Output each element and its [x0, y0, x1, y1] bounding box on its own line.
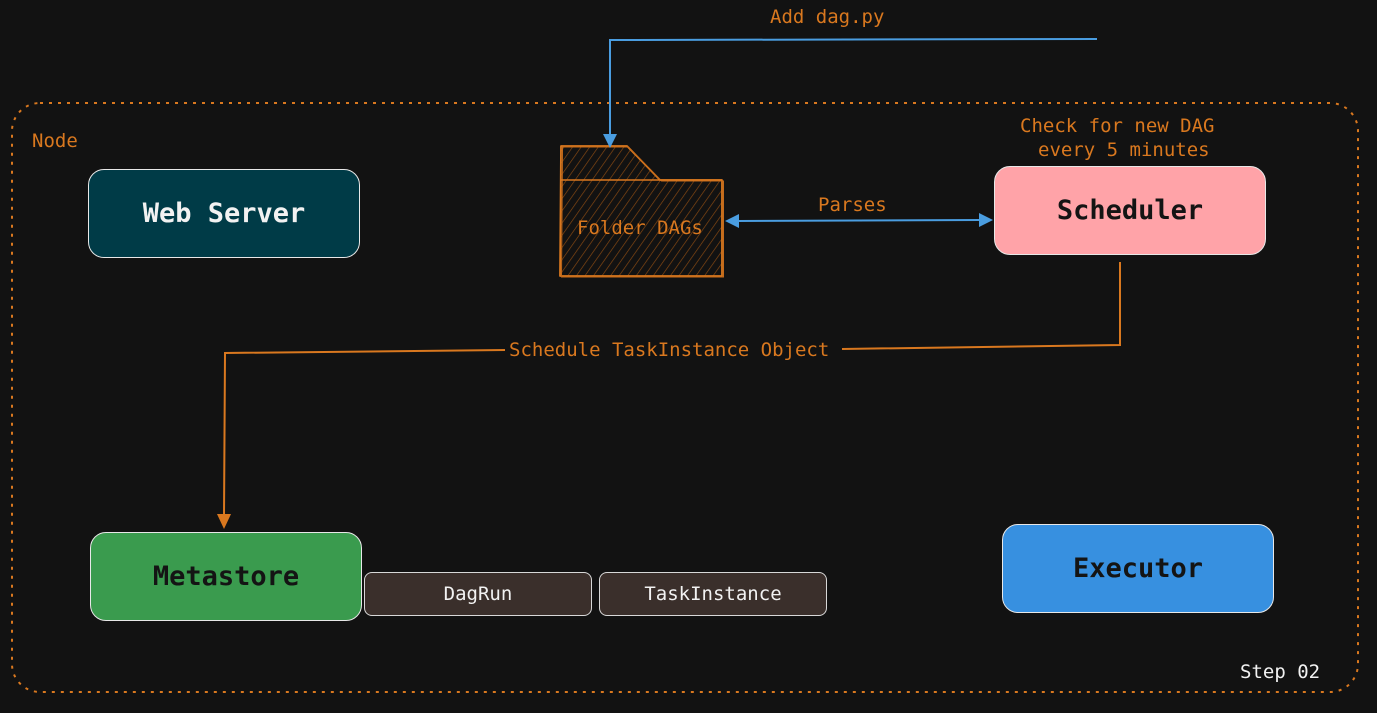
- schedule-label: Schedule TaskInstance Object: [509, 339, 830, 361]
- node-label: Node: [32, 130, 78, 152]
- scheduler-note-line-1: Check for new DAG: [1020, 115, 1215, 137]
- executor-box[interactable]: Executor: [1002, 524, 1274, 613]
- add-dag-label: Add dag.py: [770, 6, 885, 28]
- web-server-box[interactable]: Web Server: [88, 169, 360, 258]
- taskinstance-table[interactable]: TaskInstance: [599, 572, 827, 616]
- node-boundary: [11, 102, 1359, 693]
- scheduler-box[interactable]: Scheduler: [994, 166, 1266, 255]
- step-label: Step 02: [1240, 661, 1321, 683]
- parses-label: Parses: [818, 194, 887, 216]
- scheduler-note-line-2: every 5 minutes: [1038, 139, 1210, 161]
- metastore-box[interactable]: Metastore: [90, 532, 362, 621]
- add-dag-arrow: [603, 38, 1098, 148]
- folder-icon: [559, 145, 724, 278]
- parses-arrow: [725, 213, 993, 228]
- folder-label: Folder DAGs: [577, 217, 703, 239]
- schedule-arrow: [217, 262, 1121, 529]
- dagrun-table[interactable]: DagRun: [364, 572, 592, 616]
